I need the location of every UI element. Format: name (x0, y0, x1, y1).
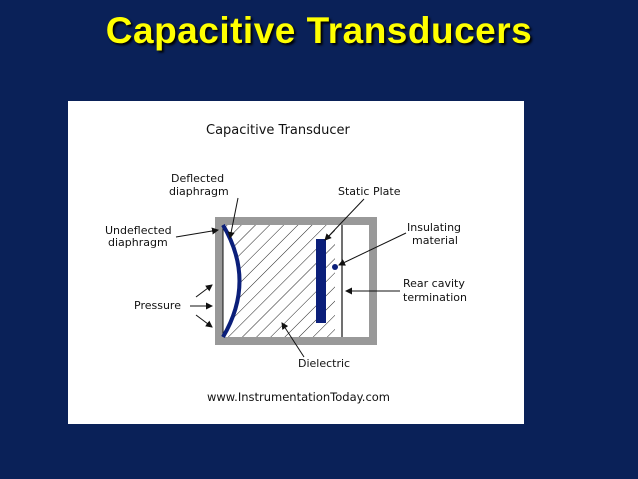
slide-title: Capacitive Transducers (105, 10, 533, 51)
undeflected-label-2: diaphragm (108, 236, 168, 249)
insulating-arrow (338, 232, 407, 266)
static-plate-arrow (324, 198, 365, 241)
insulating-label-2: material (412, 234, 458, 247)
undeflected-arrow (175, 227, 219, 238)
dielectric-arrow (281, 322, 305, 358)
static-plate-label: Static Plate (338, 185, 401, 198)
dielectric-label: Dielectric (298, 357, 350, 370)
static-plate (316, 239, 326, 323)
deflected-label-2: diaphragm (169, 185, 229, 198)
undeflected-label-1: Undeflected (105, 224, 172, 237)
rear-cavity-label-2: termination (403, 291, 467, 304)
pressure-arrow-lower (195, 314, 213, 328)
insulating-label-1: Insulating (407, 221, 461, 234)
capacitive-transducer-diagram: Capacitive Transducer Deflected diaphrag… (105, 123, 467, 404)
deflected-arrow (227, 197, 239, 239)
diagram-panel: Capacitive Transducer Deflected diaphrag… (68, 101, 524, 424)
dielectric-region (222, 225, 335, 337)
rear-cavity-label-1: Rear cavity (403, 277, 465, 290)
source-url: www.InstrumentationToday.com (207, 390, 390, 404)
static-plate-terminal (332, 264, 338, 270)
pressure-label: Pressure (134, 299, 181, 312)
diagram-title: Capacitive Transducer (206, 123, 351, 138)
deflected-label-1: Deflected (171, 172, 224, 185)
pressure-arrow-upper (195, 284, 213, 298)
